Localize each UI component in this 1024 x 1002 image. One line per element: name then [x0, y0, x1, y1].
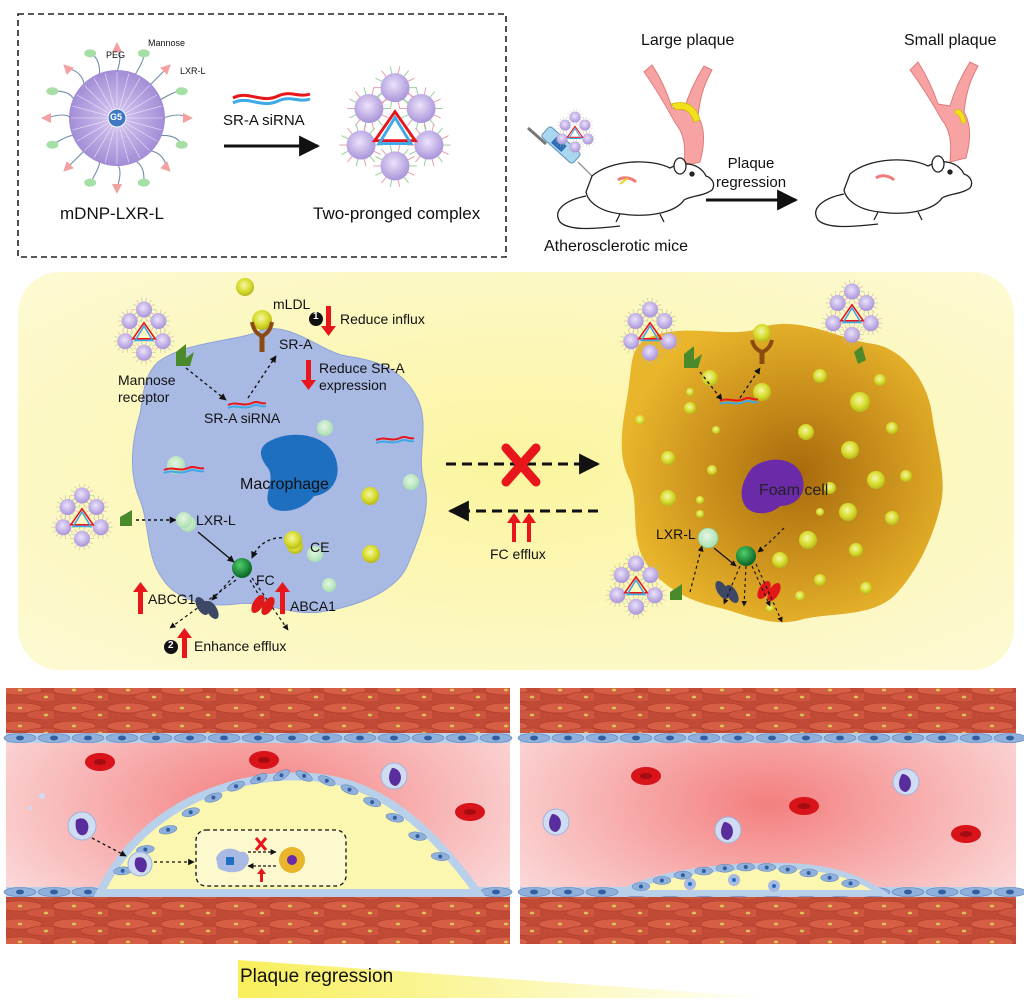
abcg1-label: ABCG1 — [148, 591, 196, 607]
mouse-large-plaque-icon — [557, 157, 715, 230]
large-plaque-label: Large plaque — [641, 32, 735, 49]
step-2-badge — [164, 640, 178, 654]
regression-gradient-wedge — [238, 960, 780, 998]
mouse-small-plaque-icon — [815, 155, 973, 228]
abcg1-transporter-icon — [195, 596, 219, 620]
sra-sirna-label: SR-A siRNA — [204, 410, 281, 426]
foam-cell-label: Foam cell — [759, 482, 829, 499]
reduce-influx-arrow — [326, 306, 331, 328]
mannose-receptor-label: Mannose receptor — [118, 372, 176, 405]
mannose-label: Mannose — [148, 38, 186, 48]
lxr-l-label: LXR-L — [196, 512, 236, 528]
lxr-l-small-label: LXR-L — [180, 66, 206, 76]
abca1-up-arrow — [280, 590, 285, 614]
plaque-regression-bottom-label: Plaque regression — [240, 966, 394, 987]
reduce-influx-label: Reduce influx — [340, 311, 425, 327]
macrophage-nucleus — [260, 434, 338, 511]
g5-core-label: G5 — [110, 112, 123, 122]
complex-name: Two-pronged complex — [313, 204, 481, 223]
abca1-transporter-icon — [251, 594, 275, 616]
step-1-number: 1 — [313, 311, 319, 322]
complex-near-mannose-receptor — [113, 297, 175, 365]
small-plaque-artery-icon — [909, 61, 979, 163]
large-plaque-artery-icon — [643, 64, 713, 167]
abca1-label: ABCA1 — [290, 598, 336, 614]
complex-foam-bottom — [605, 551, 667, 619]
step-1-badge — [309, 312, 323, 326]
plaque-regression-label: Plaque regression — [716, 155, 787, 191]
complex-foam-top-left — [619, 297, 681, 365]
foam-transporters — [715, 580, 781, 604]
mldl-particles — [236, 278, 272, 330]
two-pronged-complex-icon — [339, 66, 451, 188]
mannose-receptor-side-icon — [120, 510, 132, 526]
small-plaque-label: Small plaque — [904, 32, 997, 49]
synthesis-frame — [17, 13, 507, 258]
vessel-left — [3, 688, 513, 944]
atherosclerotic-mice-label: Atherosclerotic mice — [544, 238, 689, 255]
peg-label: PEG — [106, 50, 126, 60]
mannose-receptor-icon — [176, 344, 194, 366]
reduce-sra-label: Reduce SR-A expression — [319, 360, 405, 393]
dendrimer-icon — [41, 42, 193, 194]
vessel-right — [517, 688, 1024, 944]
blocked-x-icon — [501, 443, 541, 487]
foam-sr-a-receptor — [750, 324, 774, 364]
macrophage-label: Macrophage — [240, 476, 329, 493]
fc-label: FC — [256, 572, 275, 588]
ce-label: CE — [310, 539, 330, 555]
sr-a-label: SR-A — [279, 336, 313, 352]
fc-efflux-label: FC efflux — [490, 546, 546, 562]
fc-efflux-up-arrows — [507, 513, 536, 542]
complex-foam-top-right — [821, 279, 883, 347]
dendrimer-name: mDNP-LXR-L — [60, 204, 164, 223]
abcg1-up-arrow — [138, 590, 143, 614]
syringe-icon — [527, 126, 593, 177]
sr-a-receptor-icon — [250, 321, 274, 352]
sirna-label: SR-A siRNA — [223, 112, 305, 129]
step-2-number: 2 — [168, 640, 174, 651]
sirna-icon — [232, 92, 311, 106]
enhance-efflux-arrow — [182, 636, 187, 658]
enhance-efflux-label: Enhance efflux — [194, 638, 287, 654]
reduce-sra-arrow — [306, 360, 311, 382]
lipid-droplets — [635, 369, 912, 612]
macrophage-contents — [163, 401, 419, 592]
complex-near-lxr-entry — [51, 483, 113, 551]
foam-lxr-l-label: LXR-L — [656, 526, 696, 542]
mldl-label: mLDL — [273, 296, 311, 312]
foam-cell-nucleus — [741, 459, 804, 514]
complex-in-syringe-icon — [553, 109, 597, 155]
